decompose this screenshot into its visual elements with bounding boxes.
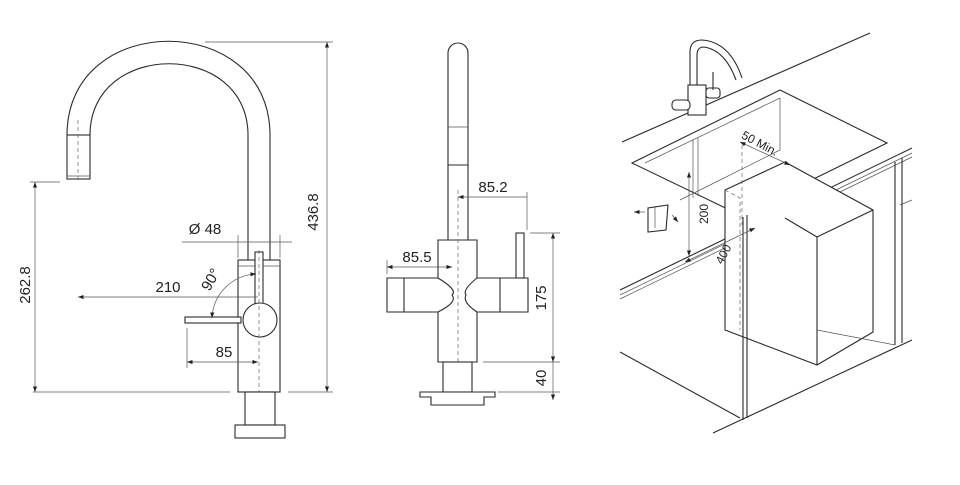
spout-inner-arc xyxy=(89,63,249,136)
spout-nozzle xyxy=(66,134,91,180)
tap-base xyxy=(244,391,276,426)
front-mounting-plate xyxy=(419,391,496,406)
front-lever xyxy=(515,232,525,279)
dim-boiler-height: 200 xyxy=(697,204,711,224)
dim-handle-angle: 90° xyxy=(198,266,224,294)
dim-handle-offset: 85.5 xyxy=(402,249,431,266)
mounting-plate xyxy=(234,424,286,439)
sink-opening xyxy=(630,89,889,216)
dim-diameter: Ø 48 xyxy=(189,221,222,238)
front-view-drawing: 85.2 85.5 175 40 xyxy=(386,42,560,406)
dim-spout-height: 262.8 xyxy=(17,266,34,304)
front-spout xyxy=(447,42,469,241)
side-view-drawing: 436.8 262.8 Ø 48 210 90° 85 xyxy=(17,40,333,439)
dim-reach: 210 xyxy=(155,279,180,296)
handle-hub xyxy=(242,302,278,338)
dim-min-clearance: 50 Min. xyxy=(739,128,780,159)
dim-lever-offset: 85.2 xyxy=(478,179,507,196)
door-open-icon xyxy=(634,204,679,233)
dim-body-height: 175 xyxy=(533,285,550,310)
lever-horizontal xyxy=(184,316,242,324)
iso-faucet-spout xyxy=(689,39,743,85)
dim-total-height: 436.8 xyxy=(305,193,322,231)
spout-outer-arc xyxy=(66,40,271,136)
iso-faucet-body xyxy=(687,84,707,116)
installation-view-drawing: 50 Min. 200 400 xyxy=(619,32,913,434)
dim-handle-reach: 85 xyxy=(216,344,233,361)
front-base xyxy=(442,361,473,393)
dim-base-height: 40 xyxy=(533,370,550,387)
